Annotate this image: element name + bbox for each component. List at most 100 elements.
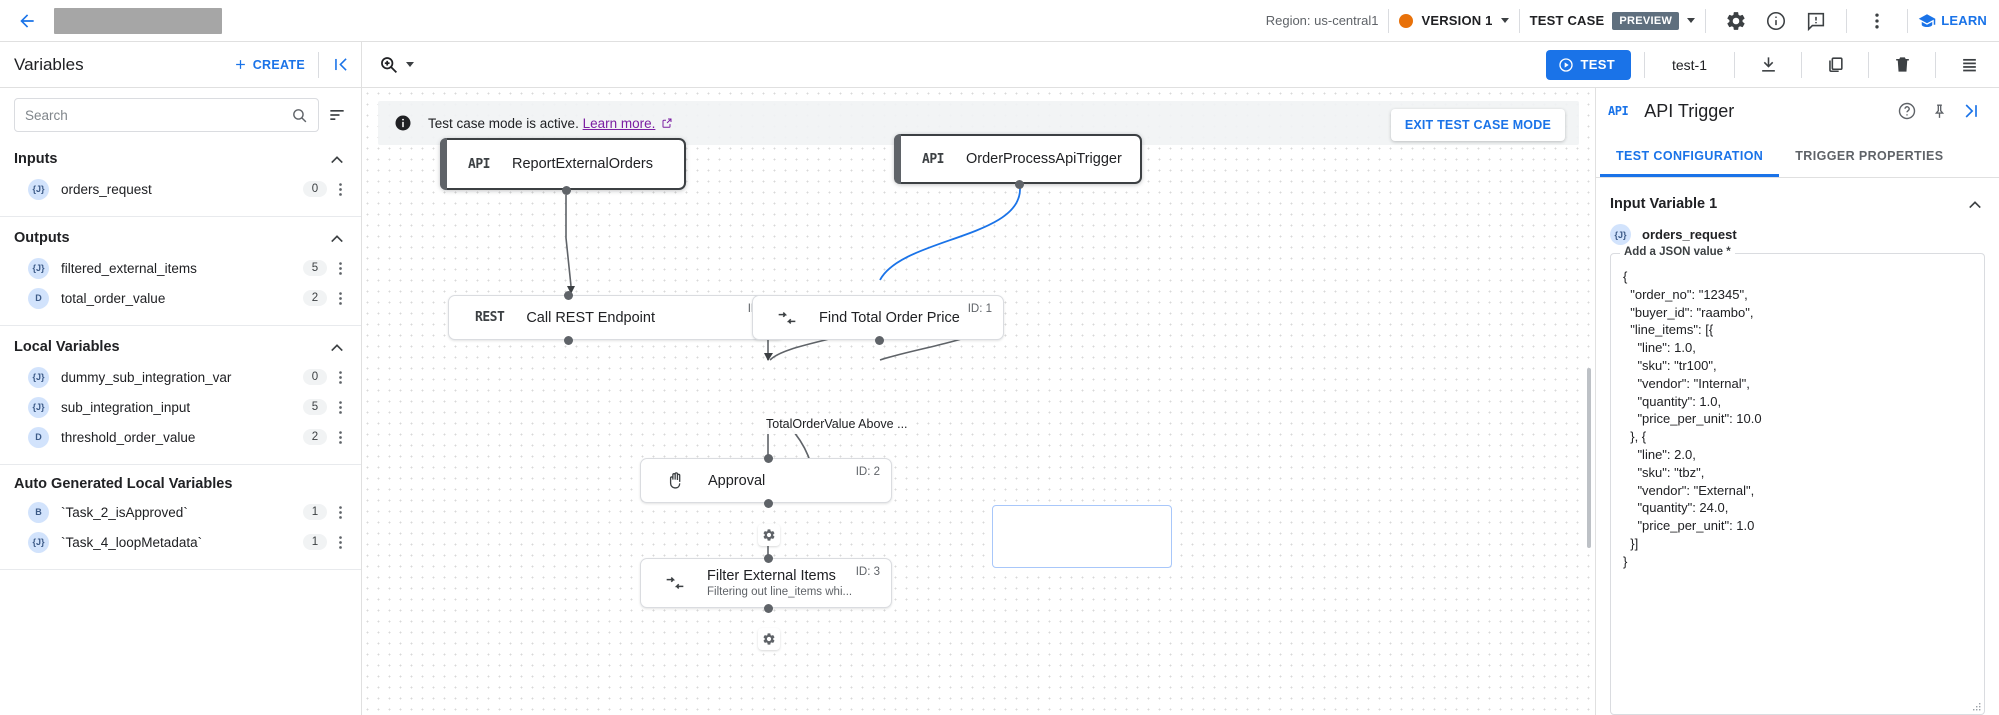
divider — [1518, 8, 1520, 33]
node-find-total-order-price[interactable]: Find Total Order Price ID: 1 — [752, 295, 1004, 340]
variable-type-badge: B — [28, 501, 49, 523]
search-input[interactable] — [25, 107, 291, 123]
edge-settings-gear-icon[interactable] — [758, 524, 780, 546]
json-value-field[interactable]: Add a JSON value * { "order_no": "12345"… — [1610, 246, 1985, 715]
panel-title: API Trigger — [1644, 100, 1735, 121]
edge-condition-label[interactable]: TotalOrderValue Above ... — [758, 414, 916, 434]
variable-name: orders_request — [1642, 227, 1737, 242]
test-button[interactable]: TEST — [1545, 49, 1631, 80]
variable-name: threshold_order_value — [61, 429, 196, 445]
section-header: Inputs — [0, 138, 361, 174]
version-selector[interactable]: VERSION 1 — [1399, 13, 1509, 28]
node-approval[interactable]: Approval ID: 2 — [640, 458, 892, 503]
node-type-tag: API — [922, 151, 944, 167]
node-report-external-orders[interactable]: API ReportExternalOrders — [440, 138, 686, 190]
node-filter-external-items[interactable]: Filter External Items Filtering out line… — [640, 558, 892, 608]
variables-section: Local Variables{J}dummy_sub_integration_… — [0, 326, 361, 465]
json-value-text[interactable]: { "order_no": "12345", "buyer_id": "raam… — [1623, 269, 1762, 569]
exit-test-case-mode-button[interactable]: EXIT TEST CASE MODE — [1390, 109, 1565, 141]
test-case-name: test-1 — [1671, 56, 1707, 73]
info-filled-icon — [395, 115, 411, 131]
redacted-title — [54, 7, 222, 34]
divider — [1846, 8, 1848, 33]
chevron-up-icon[interactable] — [1965, 194, 1985, 214]
preview-badge: PREVIEW — [1612, 11, 1680, 30]
version-status-dot — [1399, 13, 1414, 28]
variable-count-badge: 1 — [303, 534, 327, 550]
variable-count-badge: 0 — [303, 369, 327, 385]
help-circle-icon[interactable] — [1891, 95, 1923, 127]
trash-icon[interactable] — [1882, 45, 1922, 85]
divider — [318, 51, 319, 78]
node-label: Find Total Order Price — [819, 309, 960, 326]
node-label: ReportExternalOrders — [511, 156, 654, 172]
chevron-up-icon[interactable] — [327, 228, 347, 248]
info-circle-icon[interactable] — [1756, 1, 1796, 41]
pin-icon[interactable] — [1923, 95, 1955, 127]
node-type-tag: API — [468, 156, 490, 172]
collapse-left-icon[interactable] — [332, 55, 361, 74]
zoom-control[interactable] — [378, 54, 414, 75]
banner-message: Test case mode is active. Learn more. — [428, 116, 673, 131]
variable-count-badge: 2 — [303, 290, 327, 306]
gear-icon[interactable] — [1716, 1, 1756, 41]
variable-row[interactable]: B`Task_2_isApproved`1 — [0, 497, 361, 527]
canvas-toolbar — [362, 54, 1546, 75]
more-vert-icon[interactable] — [327, 399, 353, 416]
download-icon[interactable] — [1748, 45, 1788, 85]
more-vert-icon[interactable] — [327, 181, 353, 198]
more-vert-icon[interactable] — [327, 504, 353, 521]
search-box[interactable] — [14, 98, 319, 132]
learn-more-link[interactable]: Learn more. — [582, 115, 656, 131]
collapse-right-icon[interactable] — [1955, 95, 1987, 127]
node-label: Approval — [708, 472, 766, 489]
api-trigger-panel: API API Trigger TEST CONFIGURATION TRIGG… — [1595, 88, 1999, 715]
chevron-up-icon[interactable] — [327, 337, 347, 357]
more-vert-icon[interactable] — [1857, 1, 1897, 41]
back-arrow-icon[interactable] — [12, 11, 42, 31]
variable-count-badge: 5 — [303, 399, 327, 415]
learn-button[interactable]: LEARN — [1918, 12, 1987, 30]
resize-grip-icon[interactable] — [1972, 702, 1982, 712]
canvas-selection-box[interactable] — [992, 505, 1172, 568]
version-label: VERSION 1 — [1421, 13, 1493, 28]
edge-settings-gear-icon[interactable] — [758, 628, 780, 650]
variable-type-badge: D — [28, 287, 49, 309]
divider — [1935, 51, 1936, 78]
more-vert-icon[interactable] — [327, 260, 353, 277]
canvas-scrollbar[interactable] — [1587, 368, 1591, 548]
variable-name: dummy_sub_integration_var — [61, 369, 232, 385]
node-order-process-api-trigger[interactable]: API OrderProcessApiTrigger — [894, 134, 1142, 184]
search-icon — [293, 108, 307, 122]
copy-icon[interactable] — [1815, 45, 1855, 85]
divider — [1388, 8, 1390, 33]
node-call-rest-endpoint[interactable]: REST Call REST Endpoint ID: 5 — [448, 295, 784, 340]
divider — [1734, 51, 1735, 78]
tab-test-configuration[interactable]: TEST CONFIGURATION — [1600, 134, 1779, 177]
node-output-nub — [875, 336, 884, 345]
test-case-selector[interactable]: TEST CASE PREVIEW — [1530, 11, 1696, 30]
list-icon[interactable] — [1949, 45, 1989, 85]
more-vert-icon[interactable] — [327, 534, 353, 551]
divider — [1868, 51, 1869, 78]
sort-icon[interactable] — [327, 105, 347, 125]
hand-icon — [665, 470, 686, 491]
more-vert-icon[interactable] — [327, 369, 353, 386]
tab-trigger-properties[interactable]: TRIGGER PROPERTIES — [1795, 148, 1944, 163]
more-vert-icon[interactable] — [327, 429, 353, 446]
variable-row[interactable]: {J}`Task_4_loopMetadata`1 — [0, 527, 361, 557]
workflow-canvas[interactable]: Test case mode is active. Learn more. EX… — [362, 88, 1595, 715]
chevron-up-icon[interactable] — [327, 149, 347, 169]
feedback-icon[interactable] — [1796, 1, 1836, 41]
variable-type-badge: {J} — [28, 178, 49, 200]
more-vert-icon[interactable] — [327, 290, 353, 307]
create-variable-button[interactable]: CREATE — [233, 57, 305, 72]
test-toolbar: TEST test-1 — [1545, 45, 1999, 85]
